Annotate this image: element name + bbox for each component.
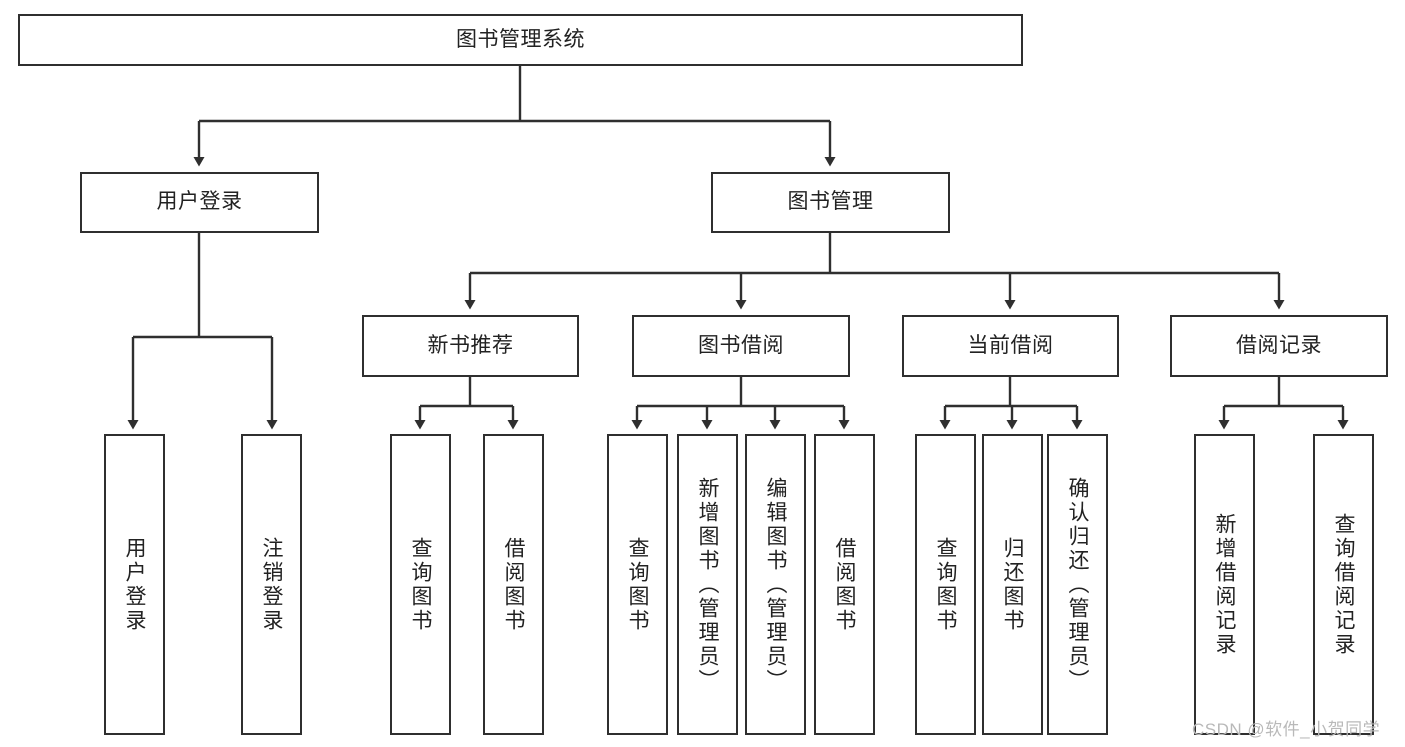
leaf-new-book-0[interactable]: 查询图书 <box>390 434 451 735</box>
leaf-new-book-0-label: 查询图书 <box>409 536 432 633</box>
node-book-management[interactable]: 图书管理 <box>711 172 950 233</box>
leaf-user-login-1-label: 注销登录 <box>260 536 283 633</box>
leaf-book-borrow-2-label: 编辑图书（管理员） <box>764 476 787 693</box>
leaf-current-borrow-1-label: 归还图书 <box>1001 536 1024 633</box>
node-borrow-record[interactable]: 借阅记录 <box>1170 315 1388 377</box>
node-user-login[interactable]: 用户登录 <box>80 172 319 233</box>
leaf-borrow-record-0-label: 新增借阅记录 <box>1213 512 1236 657</box>
leaf-current-borrow-0-label: 查询图书 <box>934 536 957 633</box>
watermark-csdn: CSDN @软件_小贺同学 <box>1192 720 1381 739</box>
leaf-user-login-1[interactable]: 注销登录 <box>241 434 302 735</box>
leaf-book-borrow-3-label: 借阅图书 <box>833 536 856 633</box>
node-book-borrow-label: 图书借阅 <box>698 333 784 357</box>
leaf-book-borrow-0-label: 查询图书 <box>626 536 649 633</box>
leaf-new-book-1-label: 借阅图书 <box>502 536 525 633</box>
leaf-current-borrow-2[interactable]: 确认归还（管理员） <box>1047 434 1108 735</box>
leaf-new-book-1[interactable]: 借阅图书 <box>483 434 544 735</box>
node-borrow-record-label: 借阅记录 <box>1236 333 1322 357</box>
node-current-borrow[interactable]: 当前借阅 <box>902 315 1119 377</box>
leaf-user-login-0-label: 用户登录 <box>123 536 146 633</box>
leaf-borrow-record-1[interactable]: 查询借阅记录 <box>1313 434 1374 735</box>
node-new-book-recommend[interactable]: 新书推荐 <box>362 315 579 377</box>
leaf-current-borrow-1[interactable]: 归还图书 <box>982 434 1043 735</box>
node-current-borrow-label: 当前借阅 <box>967 333 1054 357</box>
node-book-borrow[interactable]: 图书借阅 <box>632 315 850 377</box>
leaf-current-borrow-0[interactable]: 查询图书 <box>915 434 976 735</box>
leaf-book-borrow-2[interactable]: 编辑图书（管理员） <box>745 434 806 735</box>
node-book-management-label: 图书管理 <box>787 190 874 214</box>
leaf-book-borrow-0[interactable]: 查询图书 <box>607 434 668 735</box>
leaf-borrow-record-1-label: 查询借阅记录 <box>1332 512 1355 657</box>
leaf-book-borrow-3[interactable]: 借阅图书 <box>814 434 875 735</box>
leaf-book-borrow-1-label: 新增图书（管理员） <box>696 476 719 693</box>
node-root[interactable]: 图书管理系统 <box>18 14 1023 66</box>
leaf-borrow-record-0[interactable]: 新增借阅记录 <box>1194 434 1255 735</box>
leaf-book-borrow-1[interactable]: 新增图书（管理员） <box>677 434 738 735</box>
node-new-book-recommend-label: 新书推荐 <box>427 333 514 357</box>
node-root-label: 图书管理系统 <box>456 27 585 51</box>
leaf-current-borrow-2-label: 确认归还（管理员） <box>1066 476 1089 693</box>
node-user-login-label: 用户登录 <box>156 190 243 214</box>
leaf-user-login-0[interactable]: 用户登录 <box>104 434 165 735</box>
